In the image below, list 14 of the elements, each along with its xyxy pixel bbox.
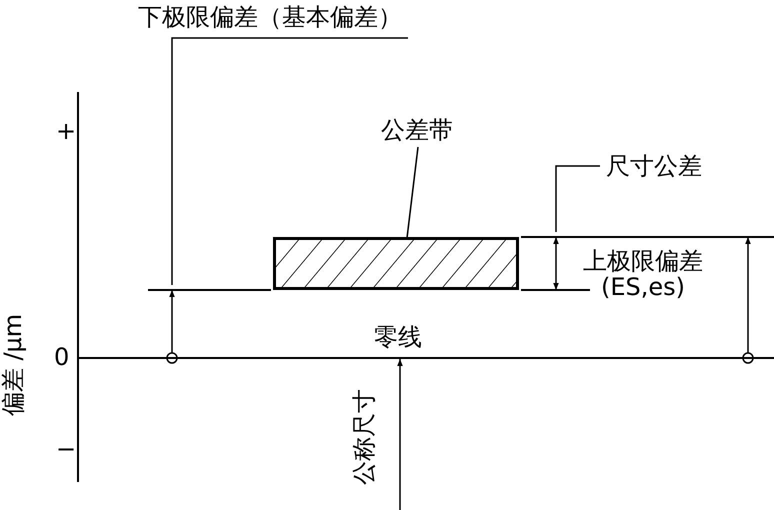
leader-line bbox=[171, 37, 408, 285]
leader-line bbox=[406, 146, 419, 238]
line-label: 零线 bbox=[374, 324, 422, 350]
axis-tick-label: 0 bbox=[54, 344, 70, 370]
axis-title: 偏差 /μm bbox=[0, 314, 26, 416]
axis-sign: − bbox=[56, 436, 76, 462]
axis-sign: + bbox=[56, 118, 76, 144]
leader-text: 下极限偏差（基本偏差） bbox=[138, 4, 402, 30]
band-label: 公差带 bbox=[381, 117, 453, 143]
dimension-label: 上极限偏差 (ES,es) bbox=[582, 248, 704, 300]
leader-text: 尺寸公差 bbox=[606, 153, 702, 179]
leader-line bbox=[555, 165, 600, 232]
dimension-label: 公称尺寸 bbox=[351, 389, 377, 485]
tolerance-band bbox=[273, 237, 519, 290]
